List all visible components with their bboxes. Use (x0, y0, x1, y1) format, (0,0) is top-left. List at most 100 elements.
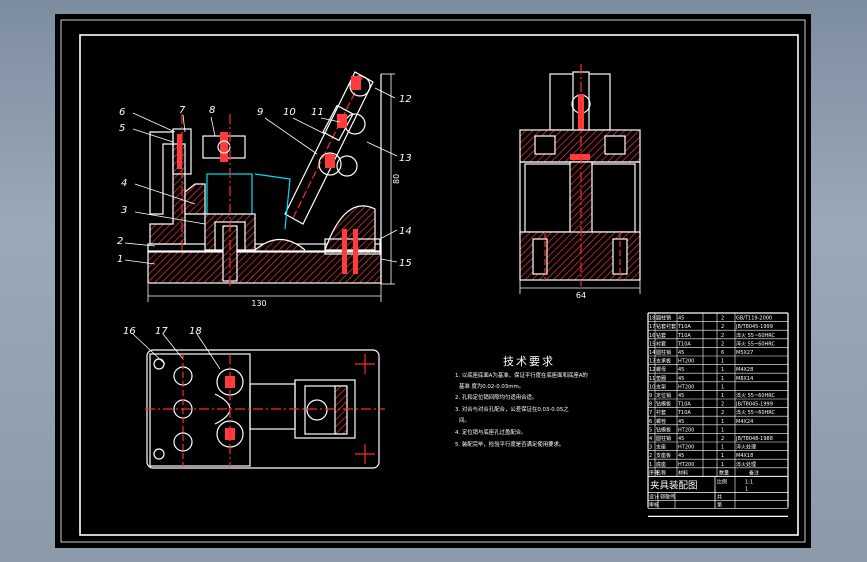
parts-row-material: HT200 (678, 462, 694, 468)
part-label-10: 10 (283, 107, 296, 118)
tech-requirements-title: 技术要求 (503, 355, 555, 368)
parts-row-material: 45 (678, 367, 684, 373)
dim-front-width: 130 (251, 299, 266, 308)
designer-label: 设计 (649, 493, 659, 500)
parts-row-material: 45 (678, 436, 684, 442)
parts-row-no: 1 (649, 462, 652, 468)
part-label-4: 4 (121, 178, 127, 189)
parts-row-no: 14 (649, 350, 655, 356)
parts-row-note: 淬火 55~60HRC (736, 340, 775, 347)
parts-row-qty: 2 (721, 333, 724, 339)
parts-row-qty: 2 (721, 341, 724, 347)
parts-row-material: 45 (678, 453, 684, 459)
parts-row-qty: 1 (721, 462, 724, 468)
parts-row-name: 钻套衬套 (656, 323, 676, 330)
parts-row-qty: 1 (721, 384, 724, 390)
parts-row-no: 12 (649, 367, 655, 373)
parts-row-qty: 1 (721, 419, 724, 425)
cad-drawing: 130 80 (60, 19, 806, 543)
parts-row-qty: 1 (721, 376, 724, 382)
parts-row-note: JB/T8045-1999 (735, 402, 773, 408)
part-label-9: 9 (257, 107, 263, 118)
parts-row-material: HT200 (678, 427, 694, 433)
parts-row-no: 13 (649, 359, 655, 365)
parts-row-name: 圆柱销 (656, 315, 671, 322)
sheets-value: 1 (745, 486, 748, 492)
parts-row-name: 钻套 (656, 332, 666, 339)
part-label-14: 14 (399, 226, 412, 237)
parts-row-name: 圆柱销 (656, 349, 671, 356)
parts-row-name: 圆柱销 (656, 435, 671, 442)
dim-side-width: 64 (576, 291, 586, 300)
drawing-sheet: 130 80 (55, 14, 811, 548)
parts-row-no: 15 (649, 341, 655, 347)
parts-row-qty: 2 (721, 410, 724, 416)
parts-row-qty: 1 (721, 367, 724, 373)
designer-name: 郭敬伟 (660, 493, 675, 500)
parts-row-note: 淬火 55~60HRC (736, 409, 775, 416)
parts-row-name: 钻模板 (656, 426, 671, 433)
parts-row-note: 淬火 55~60HRC (736, 392, 775, 399)
parts-row-qty: 1 (721, 427, 724, 433)
parts-header-material: 材料 (678, 469, 688, 476)
parts-row-note: 淬火处理 (736, 444, 756, 451)
parts-row-no: 4 (649, 436, 652, 442)
parts-row-no: 8 (649, 402, 652, 408)
parts-row-note: JB/T8048-1988 (735, 436, 773, 442)
parts-header-no: 序号 (649, 469, 659, 476)
parts-row-qty: 2 (721, 324, 724, 330)
parts-row-note: M5X27 (736, 350, 753, 356)
parts-row-qty: 6 (721, 350, 724, 356)
parts-row-note: GB/T119-2000 (736, 316, 772, 322)
parts-row-no: 2 (649, 453, 652, 459)
part-label-13: 13 (399, 153, 412, 164)
part-label-11: 11 (311, 107, 324, 118)
parts-row-qty: 2 (721, 436, 724, 442)
parts-row-qty: 1 (721, 359, 724, 365)
parts-row-qty: 2 (721, 316, 724, 322)
part-label-15: 15 (399, 258, 412, 269)
parts-row-name: 衬套 (656, 409, 666, 416)
part-label-7: 7 (179, 105, 186, 116)
scale-value: 1:1 (745, 479, 753, 485)
parts-row-name: 垫圈 (656, 375, 666, 382)
parts-row-material: T10A (677, 402, 691, 408)
part-label-6: 6 (119, 107, 125, 118)
part-label-12: 12 (399, 94, 412, 105)
parts-row-name: 钻模板 (656, 401, 671, 408)
tech-req-line-5: 间。 (459, 416, 470, 424)
parts-row-qty: 1 (721, 453, 724, 459)
parts-row-name: 底座 (656, 461, 666, 468)
parts-row-name: 衬套 (656, 340, 666, 347)
parts-row-name: 支座板 (656, 452, 671, 459)
tech-req-line-2: 基准 度为0.02-0.03mm。 (459, 382, 524, 390)
parts-row-no: 11 (649, 376, 655, 382)
parts-row-no: 5 (649, 427, 652, 433)
parts-row-note: JB/T8045-1999 (735, 324, 773, 330)
parts-row-qty: 1 (721, 393, 724, 399)
parts-row-no: 18 (649, 316, 655, 322)
parts-row-note: M4X24 (736, 419, 753, 425)
parts-row-qty: 2 (721, 402, 724, 408)
parts-row-no: 6 (649, 419, 652, 425)
inner-border (79, 34, 799, 536)
parts-row-name: 螺母 (656, 366, 666, 373)
parts-row-material: HT200 (678, 384, 694, 390)
parts-row-name: 螺栓 (656, 418, 666, 425)
side-view (519, 64, 641, 294)
parts-header-note: 备注 (749, 469, 759, 476)
part-number-labels: 1 2 3 4 5 6 7 8 9 10 11 12 13 14 15 16 1… (117, 94, 412, 337)
tech-req-line-4: 3. 对合与对合孔配合，公差保证在0.03-0.05之 (455, 405, 569, 413)
parts-header-name: 名称 (656, 469, 666, 476)
parts-row-name: 支承板 (656, 358, 671, 365)
parts-row-material: 45 (678, 393, 684, 399)
parts-row-note: 淬火 55~60HRC (736, 332, 775, 339)
drawing-title-text: 夹具装配图 (650, 479, 698, 491)
tech-req-line-6: 4. 定位销与底座孔过盈配合。 (455, 428, 527, 436)
parts-row-material: 45 (678, 419, 684, 425)
parts-row-material: HT200 (678, 445, 694, 451)
parts-row-no: 9 (649, 393, 652, 399)
parts-row-name: 定位销 (656, 392, 671, 399)
part-label-3: 3 (121, 205, 127, 216)
